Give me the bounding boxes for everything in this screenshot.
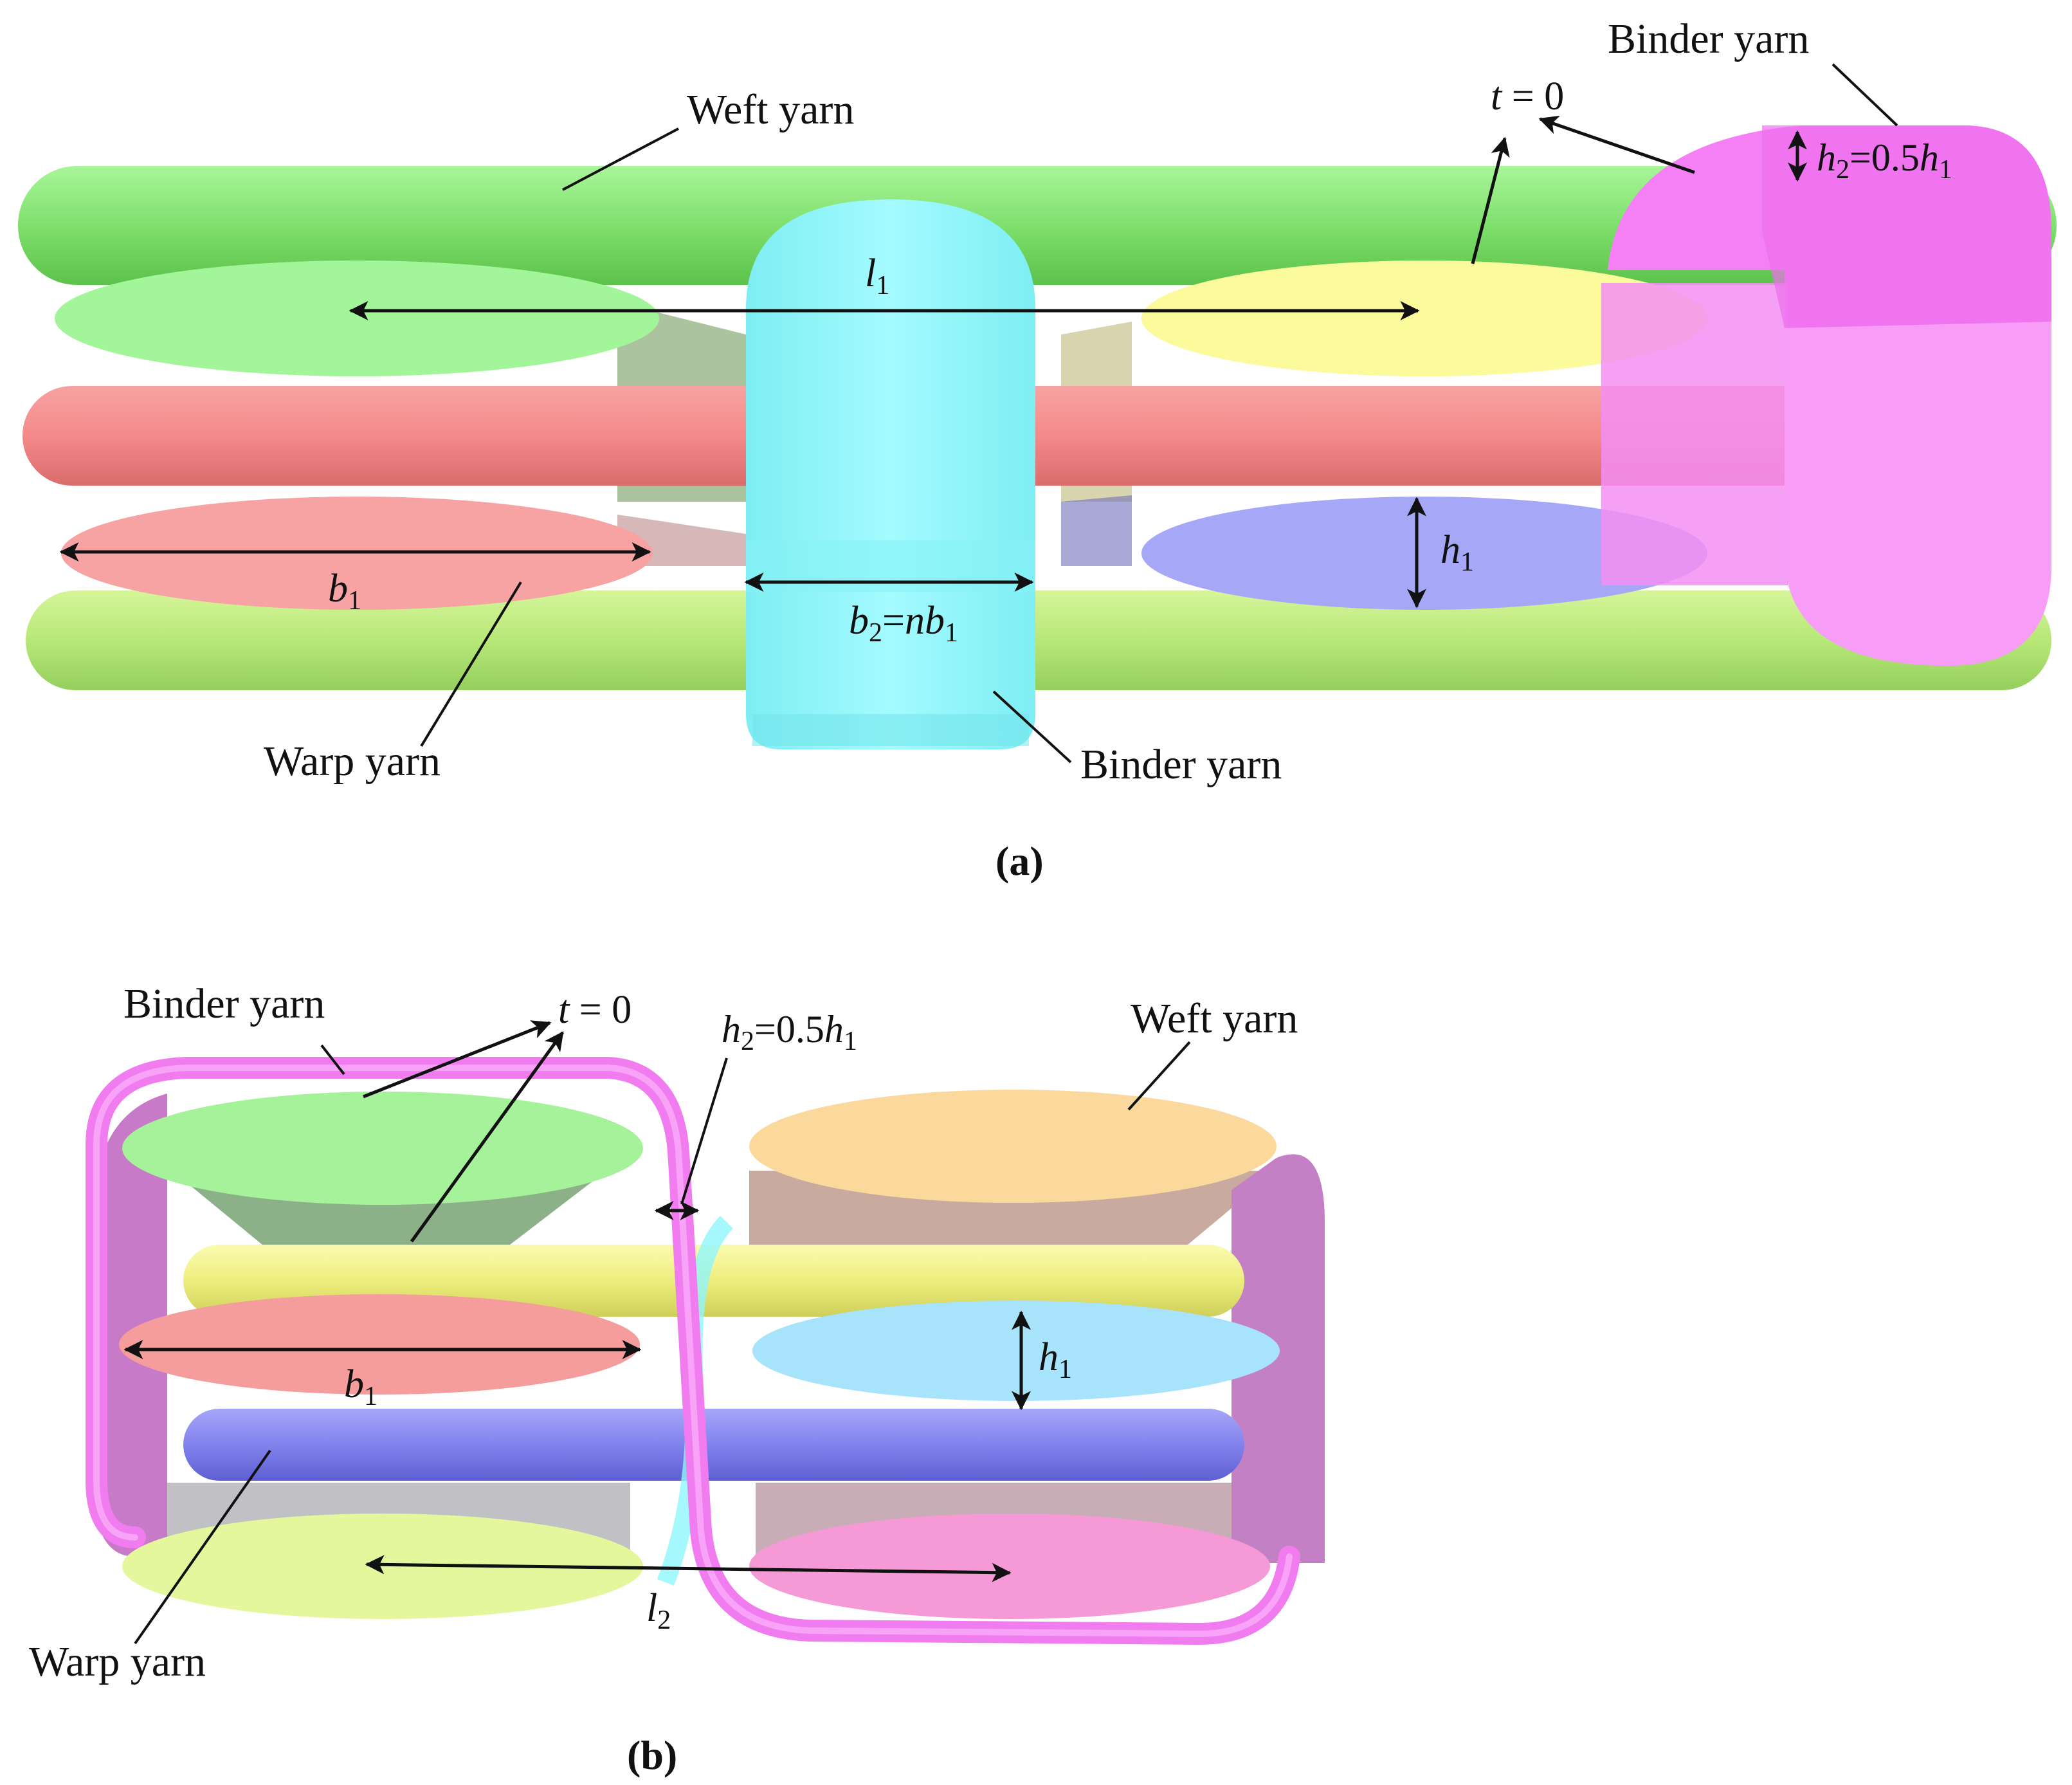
label-weft-yarn-a: Weft yarn [687,86,854,133]
label-binder-yarn-a-bottom: Binder yarn [1080,741,1282,788]
label-warp-yarn-b: Warp yarn [29,1638,206,1685]
caption-b: (b) [627,1732,677,1778]
blue-rod-b [183,1409,1244,1481]
binder-yarn-cyan [746,199,1035,749]
weft-section-pink-b [749,1514,1270,1619]
leader-t-b1 [363,1020,552,1099]
binder-magenta-highlight [93,1065,1293,1638]
caption-a: (a) [995,838,1044,884]
leader-warp-b [134,1449,271,1645]
symbol-b1-b: b1 [344,1362,377,1411]
leader-t-a1 [1471,136,1510,264]
leader-binder-bottom-a [992,690,1072,764]
warp-section-yellow [1141,261,1707,376]
binder-side-left-b [93,1094,167,1557]
symbol-h2-b: h2=0.5h1 [722,1008,857,1056]
binder-magenta-front [1785,322,2051,666]
symbol-h2-a: h2=0.5h1 [1817,136,1952,185]
label-warp-yarn-a: Warp yarn [264,738,441,785]
binder-magenta-top [1762,125,2051,328]
binder-cyan-base [752,714,1029,746]
leader-t-a2 [1538,115,1695,174]
symbol-h1-b: h1 [1039,1335,1072,1384]
symbol-t-b: t = 0 [558,988,632,1032]
blue-shadow-a [1061,495,1132,566]
binder-side-right-b [1231,1154,1325,1563]
leader-h2-b [680,1057,728,1205]
binder-cyan-band [746,540,1035,592]
symbol-b1-a: b1 [328,567,361,616]
weft-section-lightblue-b [752,1301,1280,1401]
label-weft-yarn-b: Weft yarn [1131,995,1298,1042]
symbol-t-a: t = 0 [1491,75,1564,118]
binder-magenta-side [1601,283,1788,585]
bottom-weft-rod [26,590,2051,690]
symbol-b2-a: b2=nb1 [849,599,958,648]
warp-section-green [55,261,659,376]
dim-l2-b-arrow [365,1555,1012,1582]
warp-section-green-b [122,1092,643,1205]
label-binder-yarn-b: Binder yarn [123,980,325,1027]
weft-section-orange-b [749,1090,1277,1203]
symbol-h1-a: h1 [1440,528,1474,577]
symbol-l2-b: l2 [646,1586,671,1635]
symbol-l1-a: l1 [865,252,889,300]
leader-weft-b [1127,1041,1191,1111]
panel-b: Binder yarn Weft yarn Warp yarn t = 0 h2… [29,980,1325,1778]
leader-warp-a [420,581,522,747]
leader-binder-b [320,1044,345,1076]
leader-t-b2 [410,1030,565,1243]
top-weft-rod [18,166,2057,285]
panel-a: Weft yarn Binder yarn Warp yarn Binder y… [18,15,2057,884]
leader-weft-a [562,127,679,191]
warp-section-red-b [119,1294,640,1395]
leader-binder-top-a [1831,63,1898,127]
label-binder-yarn-a-top: Binder yarn [1608,15,1809,62]
